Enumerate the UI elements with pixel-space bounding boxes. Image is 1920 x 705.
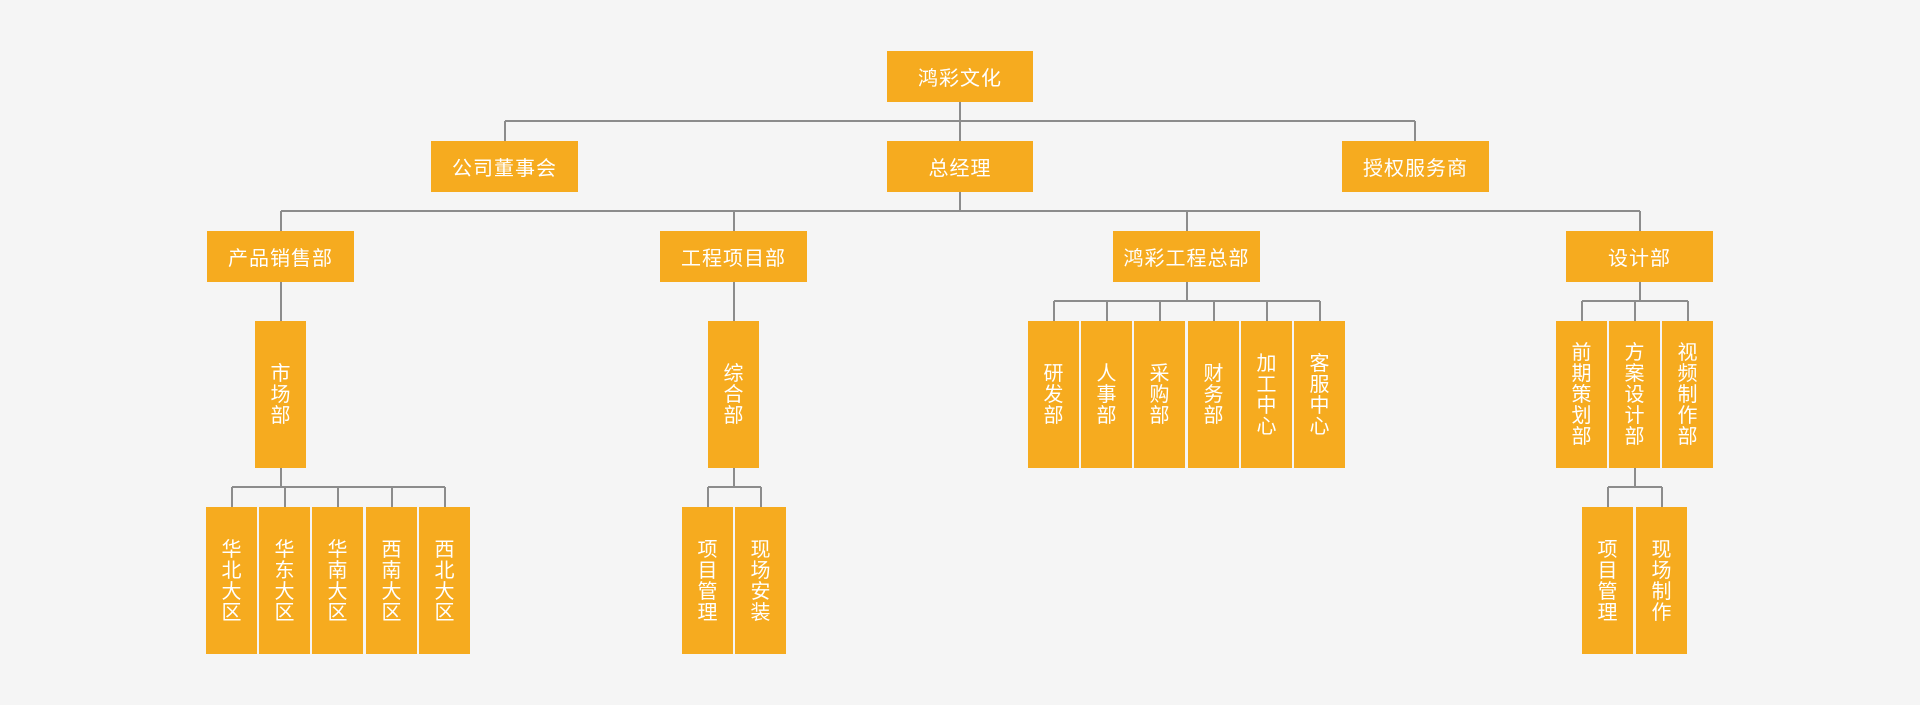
node-authorized-provider: 授权服务商: [1342, 141, 1489, 192]
node-east-region: 华东大区: [259, 507, 310, 654]
node-board: 公司董事会: [431, 141, 578, 192]
node-root: 鸿彩文化: [887, 51, 1033, 102]
node-project-management: 项目管理: [682, 507, 733, 654]
node-north-region: 华北大区: [206, 507, 257, 654]
node-hr: 人事部: [1081, 321, 1132, 468]
node-scheme-design: 方案设计部: [1609, 321, 1660, 468]
node-southwest-region: 西南大区: [366, 507, 417, 654]
node-design-dept: 设计部: [1566, 231, 1713, 282]
node-planning: 前期策划部: [1556, 321, 1607, 468]
node-engineering-hq: 鸿彩工程总部: [1113, 231, 1260, 282]
node-general-affairs: 综合部: [708, 321, 759, 468]
node-market-dept: 市场部: [255, 321, 306, 468]
node-video-production: 视频制作部: [1662, 321, 1713, 468]
node-processing-center: 加工中心: [1241, 321, 1292, 468]
node-site-installation: 现场安装: [735, 507, 786, 654]
node-general-manager: 总经理: [887, 141, 1033, 192]
node-rnd: 研发部: [1028, 321, 1079, 468]
node-design-project-management: 项目管理: [1582, 507, 1633, 654]
node-south-region: 华南大区: [312, 507, 363, 654]
node-sales-dept: 产品销售部: [207, 231, 354, 282]
node-site-production: 现场制作: [1636, 507, 1687, 654]
node-purchasing: 采购部: [1134, 321, 1185, 468]
node-northwest-region: 西北大区: [419, 507, 470, 654]
node-project-dept: 工程项目部: [660, 231, 807, 282]
node-finance: 财务部: [1188, 321, 1239, 468]
node-service-center: 客服中心: [1294, 321, 1345, 468]
